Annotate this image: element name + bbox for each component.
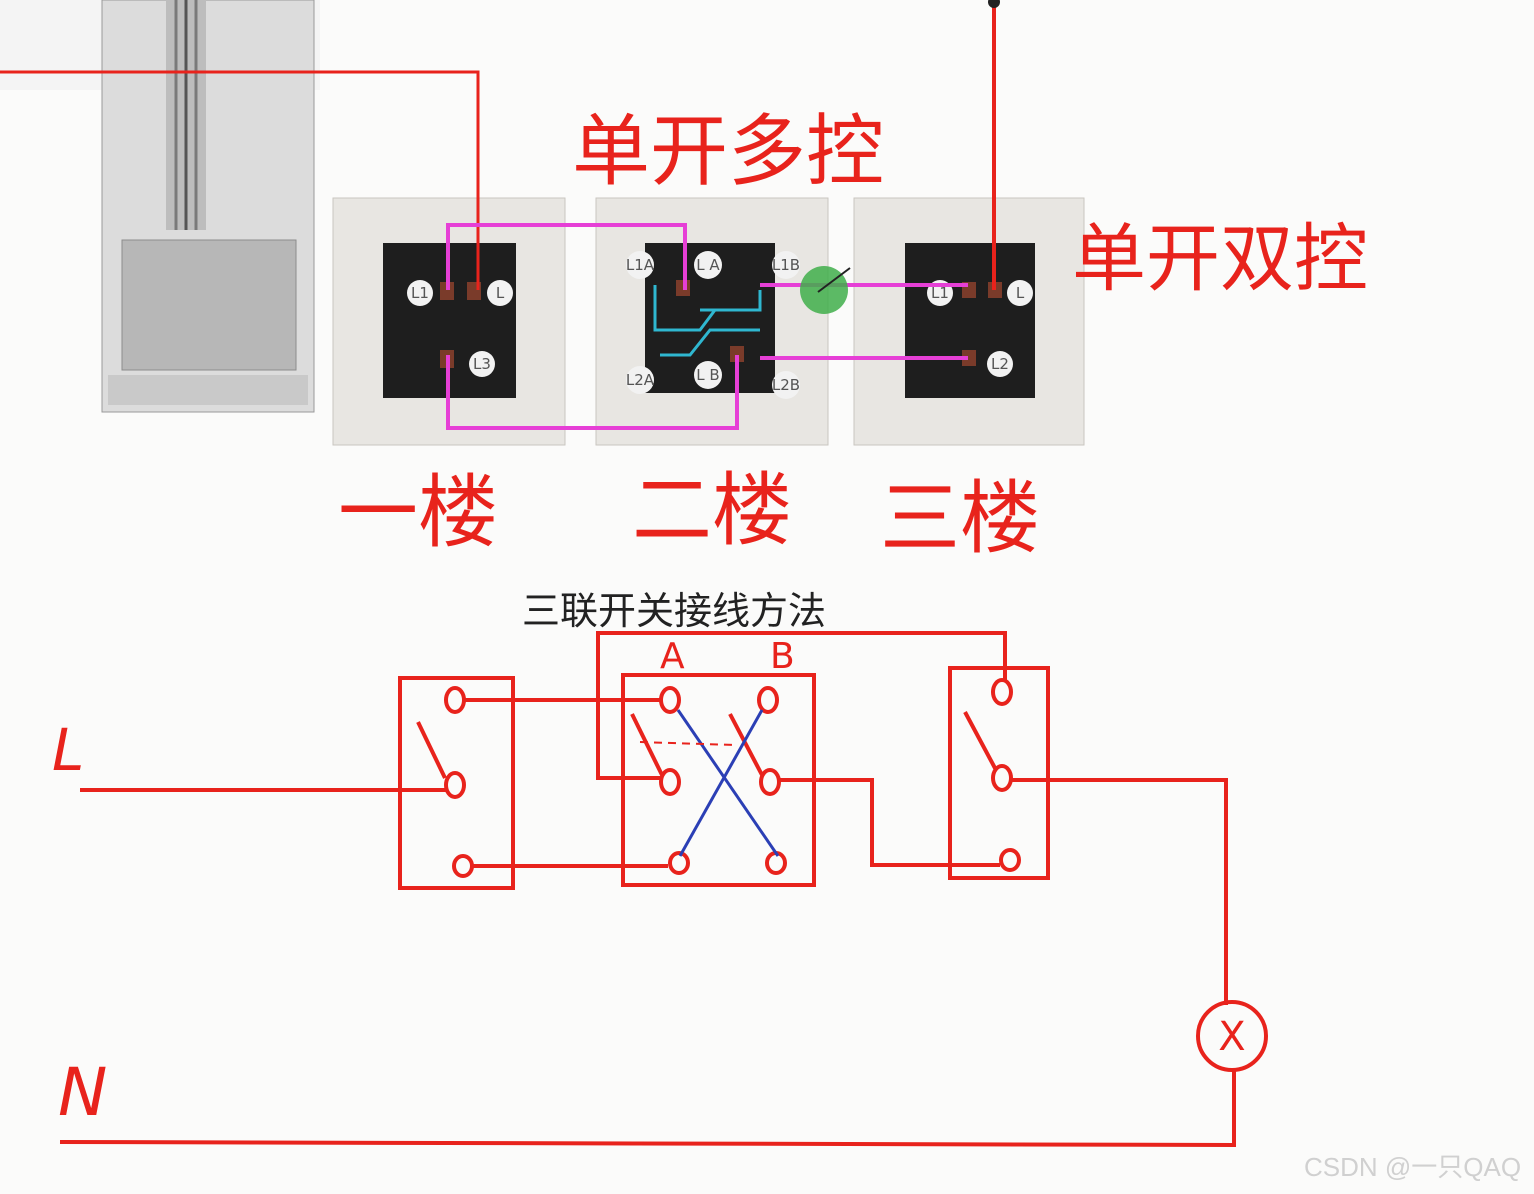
- dashed-link: [639, 741, 736, 746]
- line-label-l: L: [52, 716, 84, 784]
- floor2-terminal-l2a: L2A: [626, 371, 655, 389]
- floor3-terminal-l2: L2: [991, 355, 1009, 373]
- label-floor-2: 二楼: [632, 464, 792, 557]
- schematic-switch-3: [948, 666, 1050, 880]
- method-title: 三联开关接线方法: [522, 589, 826, 633]
- floor2-terminal-la: L A: [696, 256, 720, 274]
- floor2-terminal-l1a: L1A: [626, 256, 655, 274]
- wall-switch-photo: [0, 0, 320, 413]
- heading-double-control: 单开双控: [1072, 216, 1368, 302]
- label-floor-1: 一楼: [338, 466, 498, 559]
- floor3-terminal-l: L: [1016, 284, 1025, 302]
- lamp-x-mark: X: [1218, 1014, 1245, 1060]
- floor1-terminal-l1: L1: [411, 284, 429, 302]
- contact-label-b: B: [770, 636, 795, 677]
- neutral-label-n: N: [58, 1054, 107, 1131]
- floor1-terminal-l3: L3: [473, 355, 491, 373]
- heading-multi-control: 单开多控: [572, 107, 884, 197]
- floor1-terminal-l: L: [496, 284, 505, 302]
- schematic: [59, 631, 1268, 1148]
- photo-wiring: [0, 0, 1000, 430]
- schematic-switch-1: [398, 676, 515, 890]
- cursor-pen-icon: [800, 266, 848, 314]
- floor2-terminal-l2b: L2B: [772, 376, 800, 394]
- floor3-terminal-l1: L1: [931, 284, 949, 302]
- csdn-watermark: CSDN @一只QAQ: [1304, 1152, 1521, 1182]
- floor3-switch: L1 L L2: [853, 197, 1085, 446]
- floor2-terminal-l1b: L1B: [772, 256, 800, 274]
- floor2-switch: L1A L A L1B L2A L B L2B: [595, 197, 829, 446]
- label-floor-3: 三楼: [880, 472, 1040, 565]
- floor2-terminal-lb: L B: [696, 366, 719, 384]
- lamp-symbol: [1196, 1000, 1268, 1072]
- schematic-cross: [676, 709, 780, 857]
- contact-label-a: A: [660, 636, 685, 677]
